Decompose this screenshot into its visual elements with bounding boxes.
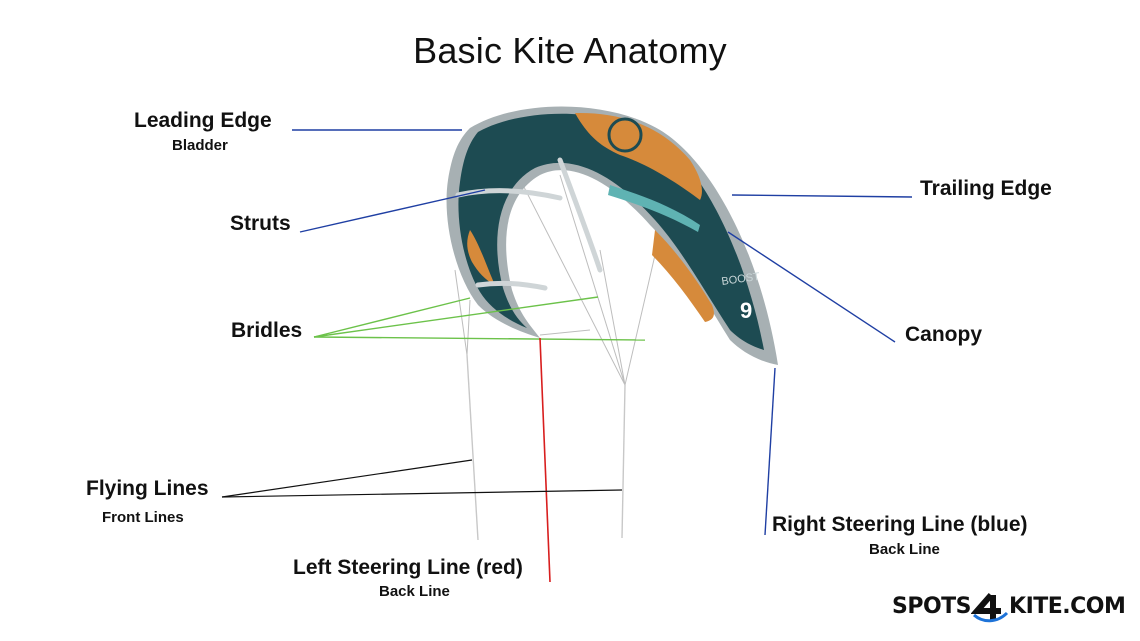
brand-logo: SPOTS KITE.COM (892, 593, 1126, 623)
right-front-line (621, 384, 626, 539)
canopy-panel-orange (575, 112, 702, 200)
left-front-line (466, 354, 479, 541)
struts-label: Struts (230, 212, 291, 235)
logo-text-left: SPOTS (892, 594, 972, 619)
canopy-label: Canopy (905, 323, 983, 346)
kite-logo-mark (607, 117, 643, 153)
flying-line-pointers (221, 459, 623, 498)
bridle-pointer (313, 336, 646, 341)
trailing-edge-pointer (731, 194, 913, 198)
leading-edge-label: Leading Edge (134, 109, 272, 132)
page-title: Basic Kite Anatomy (413, 30, 727, 71)
right-back-line-label: Back Line (869, 541, 940, 558)
left-back-line-label: Back Line (379, 583, 450, 600)
kite-body: BOOST 9 (446, 106, 778, 365)
canopy-stripe (608, 185, 700, 232)
flying-line-pointer (221, 489, 623, 498)
logo-four-icon (970, 593, 1009, 623)
trailing-edge-label: Trailing Edge (920, 177, 1052, 200)
bridle-pointer (313, 296, 599, 338)
struts-pointer (299, 189, 486, 233)
bridles-label: Bridles (231, 319, 303, 342)
kite-model-text: BOOST (721, 271, 761, 288)
strut (557, 157, 603, 273)
right-steering-pointer (764, 367, 776, 536)
kite-size-text: 9 (740, 298, 752, 323)
left-steering-line (539, 337, 551, 583)
bridle-pointer (313, 297, 471, 338)
canopy-panel-orange (467, 230, 495, 285)
canopy-pointer (727, 231, 896, 343)
flying-line-pointer (221, 459, 473, 498)
bladder-label: Bladder (172, 137, 228, 154)
bridle-cords (454, 139, 656, 386)
logo-text-right: KITE.COM (1009, 594, 1126, 619)
flying-lines-label: Flying Lines (86, 477, 209, 500)
flying-lines (454, 139, 656, 541)
bridle-pointers (313, 296, 646, 341)
canopy-panel-orange (652, 230, 714, 322)
front-lines-label: Front Lines (102, 509, 184, 526)
left-steering-label: Left Steering Line (red) (293, 556, 523, 579)
right-steering-label: Right Steering Line (blue) (772, 513, 1028, 536)
strut (475, 280, 548, 291)
pointer-lines-blue (292, 129, 913, 536)
